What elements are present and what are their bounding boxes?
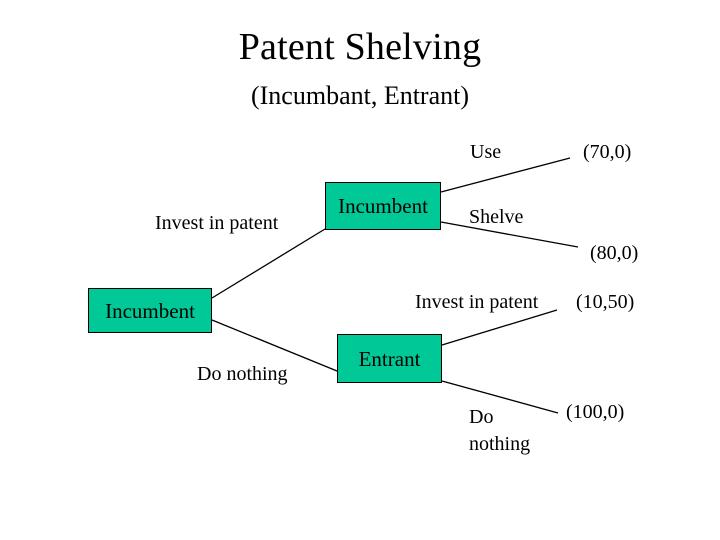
- edge-label-shelve: Shelve: [469, 206, 524, 228]
- edge-label-invest-in-patent-root: Invest in patent: [155, 212, 279, 234]
- node-incumbent-after-invest-label: Incumbent: [338, 194, 428, 218]
- page-subtitle: (Incumbant, Entrant): [250, 81, 470, 110]
- node-incumbent-after-invest[interactable]: Incumbent: [325, 182, 441, 230]
- edge-label-do-nothing-entrant-line1: Do: [469, 406, 494, 428]
- edge-do-nothing-entrant: [441, 380, 559, 414]
- payoff-entrant-do-nothing: (100,0): [566, 401, 625, 423]
- node-entrant[interactable]: Entrant: [337, 334, 442, 383]
- edge-invest-in-patent-entrant: [441, 309, 558, 346]
- node-root-incumbent-label: Incumbent: [105, 298, 195, 323]
- payoff-entrant-invest: (10,50): [576, 291, 635, 313]
- edge-use: [440, 157, 571, 193]
- edge-label-use: Use: [470, 141, 502, 163]
- page-title: Patent Shelving: [238, 26, 482, 68]
- node-entrant-label: Entrant: [358, 346, 421, 371]
- payoff-use: (70,0): [583, 141, 632, 163]
- edge-invest-in-patent-root: [211, 228, 326, 299]
- edge-label-do-nothing-root: Do nothing: [197, 363, 288, 385]
- node-root-incumbent[interactable]: Incumbent: [88, 288, 212, 333]
- edge-label-do-nothing-entrant-line2: nothing: [469, 433, 531, 455]
- payoff-shelve: (80,0): [590, 242, 639, 264]
- edge-label-invest-in-patent-entrant: Invest in patent: [415, 291, 539, 313]
